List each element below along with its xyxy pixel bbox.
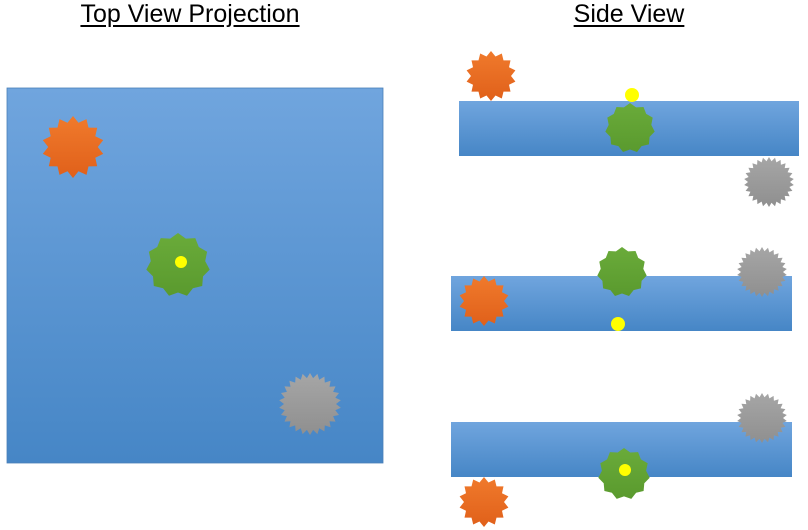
- top-view-title: Top View Projection: [80, 0, 300, 28]
- orange-star-top: [42, 116, 104, 178]
- gray-star-side-2: [737, 247, 787, 297]
- yellow-dot-side-3: [619, 464, 631, 476]
- green-star-side-2: [597, 247, 647, 296]
- orange-star-side-1: [466, 51, 516, 101]
- side-view-title: Side View: [573, 0, 685, 28]
- gray-star-top: [279, 373, 341, 435]
- orange-star-side-2: [459, 276, 509, 326]
- yellow-dot-top: [175, 256, 187, 268]
- orange-star-side-3: [459, 477, 509, 527]
- gray-star-side-3: [737, 393, 787, 443]
- gray-star-side-1: [744, 157, 794, 207]
- yellow-dot-side-2: [611, 317, 625, 331]
- green-star-side-1: [605, 103, 655, 152]
- yellow-dot-side-1: [625, 88, 639, 102]
